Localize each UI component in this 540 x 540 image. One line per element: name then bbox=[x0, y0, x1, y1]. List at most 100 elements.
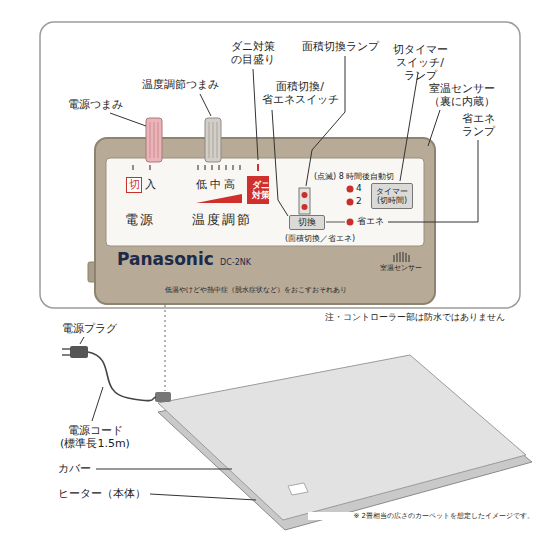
leader-line bbox=[200, 94, 211, 116]
timer-button: タイマー (切時間) bbox=[371, 183, 413, 209]
callout-label: 電源コード (標準長1.5m) bbox=[55, 424, 135, 450]
temperature-knob bbox=[213, 122, 214, 158]
callout-label: ヒーター（本体） bbox=[58, 487, 158, 500]
power-plug bbox=[62, 354, 70, 356]
scale-ticks bbox=[149, 165, 150, 170]
leader-line bbox=[388, 140, 478, 222]
indicator-lamp bbox=[347, 199, 354, 206]
power-knob bbox=[158, 122, 159, 158]
lamp-number: 2 bbox=[356, 196, 366, 207]
leader-line bbox=[253, 69, 258, 160]
panel-text: 低中高 bbox=[196, 178, 246, 191]
brand-name: Panasonic bbox=[117, 250, 214, 270]
controller-housing bbox=[95, 138, 435, 304]
leader-line bbox=[80, 337, 84, 344]
power-plug bbox=[62, 346, 88, 358]
callout-frame bbox=[40, 22, 520, 308]
leader-line bbox=[150, 494, 256, 500]
switch-wire bbox=[326, 222, 345, 223]
scale-ticks bbox=[133, 164, 258, 171]
power-knob bbox=[146, 118, 162, 162]
leader-line bbox=[92, 387, 103, 421]
lamp-number: 4 bbox=[356, 183, 366, 194]
scale-ticks bbox=[218, 165, 219, 170]
callout-label: 省エネ ランプ bbox=[458, 112, 498, 138]
scale-ticks bbox=[211, 165, 212, 170]
heater-mat bbox=[158, 355, 532, 530]
leader-line bbox=[306, 56, 345, 186]
leader-line bbox=[400, 73, 418, 181]
power-knob bbox=[146, 118, 162, 162]
dotted-guide bbox=[165, 305, 166, 391]
area-lamp bbox=[299, 188, 310, 214]
switch-button: 切換 bbox=[289, 215, 325, 230]
indicator-lamp bbox=[347, 219, 354, 226]
note: 注・コントローラー部は防水ではありません bbox=[243, 312, 505, 323]
power-knob bbox=[154, 122, 155, 158]
mite-mode-text: ダニ 対策 bbox=[252, 180, 264, 201]
area-lamp bbox=[302, 204, 308, 210]
power-knob bbox=[150, 122, 151, 158]
off-mark-box: 切 bbox=[126, 177, 142, 193]
scale-ticks bbox=[132, 165, 133, 170]
sensor-icon bbox=[394, 255, 395, 262]
callout-label: ダニ対策 の目盛り bbox=[228, 40, 278, 66]
button-label: タイマー (切時間) bbox=[373, 187, 411, 205]
callout-label: 切タイマー スイッチ/ランプ bbox=[380, 43, 460, 83]
leader-line bbox=[80, 337, 256, 500]
callout-label: 室温センサー （裏に内蔵） bbox=[424, 82, 500, 108]
tag bbox=[288, 483, 308, 495]
callout-label: 電源プラグ bbox=[62, 322, 142, 335]
area-lamp bbox=[302, 192, 308, 198]
panel-text: 温度調節 bbox=[186, 212, 258, 228]
model-number: DC-2NK bbox=[220, 258, 251, 267]
scale-ticks bbox=[204, 165, 205, 170]
panel-text: 省エネ bbox=[357, 216, 397, 227]
power-plug bbox=[62, 348, 70, 350]
mite-mode-box: ダニ 対策 bbox=[247, 176, 269, 204]
sensor-icon bbox=[403, 252, 404, 262]
off-mark: 切 bbox=[129, 179, 140, 192]
leader-line bbox=[428, 110, 440, 146]
control-face bbox=[106, 158, 424, 246]
power-cord bbox=[155, 392, 171, 402]
button-label: 切換 bbox=[298, 217, 316, 227]
temperature-knob bbox=[209, 122, 210, 158]
power-cord bbox=[88, 352, 156, 401]
temperature-knob bbox=[205, 118, 221, 162]
leader-line bbox=[272, 110, 288, 216]
scale-ticks bbox=[239, 165, 240, 170]
callout-label: カバー bbox=[58, 462, 118, 475]
panel-text: 室温センサー bbox=[371, 264, 431, 272]
indicator-lamp bbox=[347, 186, 354, 193]
warning-text: 低温やけどや熱中症（脱水症状など）をおこすおそれあり bbox=[165, 286, 427, 294]
temperature-knob bbox=[217, 122, 218, 158]
panel-text: (点滅) 8 時間後自動切 bbox=[314, 172, 410, 182]
controller-housing bbox=[88, 138, 435, 304]
sensor-icon bbox=[397, 253, 398, 262]
sensor-icon bbox=[400, 252, 401, 262]
temperature-wedge bbox=[196, 194, 242, 203]
note: ※ 2畳相当の広さのカーペットを想定したイメージです。 bbox=[308, 512, 534, 520]
cover bbox=[158, 355, 526, 520]
temperature-knob bbox=[205, 118, 221, 162]
scale-ticks bbox=[232, 165, 233, 170]
callout-label: 面積切換ランプ bbox=[295, 40, 385, 53]
sensor-icon bbox=[409, 255, 410, 262]
panel-text: (面積切換／省エネ) bbox=[272, 234, 368, 244]
area-lamp bbox=[299, 188, 310, 214]
panel-text: 電源 bbox=[118, 212, 162, 228]
scale-ticks bbox=[225, 165, 226, 170]
scale-ticks bbox=[257, 164, 259, 171]
scale-ticks bbox=[197, 165, 198, 170]
leader-line bbox=[110, 113, 146, 126]
indicator-lamp bbox=[347, 186, 354, 226]
power-plug bbox=[70, 346, 88, 358]
callout-label: 面積切換/ 省エネスイッチ bbox=[259, 80, 341, 106]
sensor-icon bbox=[394, 252, 409, 262]
sensor-icon bbox=[406, 253, 407, 262]
panel-text: 入 bbox=[145, 178, 159, 191]
